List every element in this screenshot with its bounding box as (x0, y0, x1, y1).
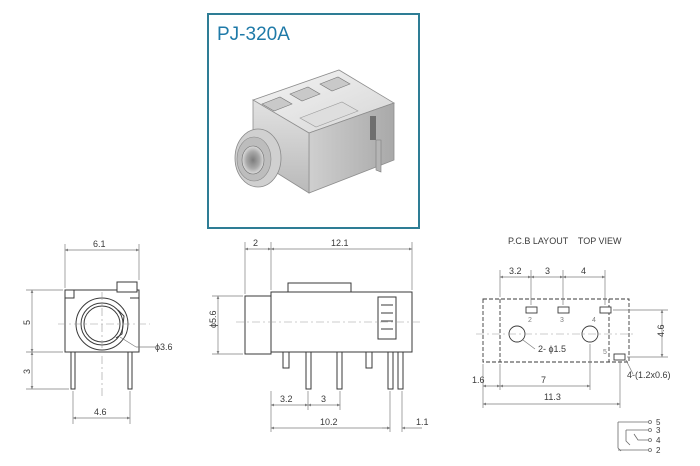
side-view-labels: 2 12.1 ϕ5.6 3.2 3 10.2 1.1 (208, 238, 429, 427)
side-barrel (244, 295, 272, 355)
pcb-layout-heading: P.C.B LAYOUT TOP VIEW (508, 236, 622, 246)
front-view (58, 281, 150, 396)
front-width-label: 6.1 (93, 239, 106, 249)
pcb-hole-label: 2- ϕ1.5 (538, 344, 566, 354)
side-pin-span-label: 10.2 (320, 417, 338, 427)
front-view-dimensions (26, 244, 155, 424)
schematic-pin-2: 2 (656, 446, 661, 455)
pcb-total-length-label: 11.3 (544, 392, 561, 402)
side-pitch-b-label: 3 (321, 394, 326, 404)
front-pin-left (70, 351, 76, 390)
pcb-pad-number-3: 3 (560, 317, 564, 324)
side-diameter-label: ϕ5.6 (208, 310, 218, 328)
side-length-label: 12.1 (331, 238, 349, 248)
front-pin-length-label: 3 (22, 369, 32, 374)
front-height-label: 5 (22, 320, 32, 325)
pin-schematic-labels: 5 3 4 2 (656, 418, 661, 455)
pcb-layout (476, 298, 636, 363)
side-front-lip-label: 2 (253, 238, 258, 248)
pcb-dimensions (482, 270, 668, 408)
product-photo-panel: PJ-320A (207, 13, 420, 229)
pcb-pad-number-2: 2 (528, 317, 532, 324)
pcb-hole-spacing-label: 7 (541, 375, 546, 385)
side-view (236, 282, 420, 390)
side-pin-2 (305, 351, 312, 390)
side-pin-4 (365, 351, 373, 369)
pin-schematic (617, 420, 652, 452)
pcb-pad-2 (525, 306, 538, 314)
side-pitch-a-label: 3.2 (280, 394, 293, 404)
schematic-pin-4: 4 (656, 436, 661, 445)
side-pin-3 (336, 351, 343, 390)
pcb-pitch-3-label: 4 (581, 266, 586, 276)
pcb-offset-label: 1.6 (472, 375, 485, 385)
pcb-row-spacing-label: 4.6 (656, 324, 666, 337)
pcb-pad-number-4: 4 (592, 317, 596, 324)
jack-3d-render (234, 69, 395, 194)
product-title: PJ-320A (217, 24, 290, 45)
side-pin-1 (282, 351, 290, 369)
pcb-pitch-2-label: 3 (545, 266, 550, 276)
side-pin-6 (397, 351, 404, 390)
front-pin-spacing-label: 4.6 (94, 407, 107, 417)
pcb-pad-3 (557, 306, 570, 314)
side-view-dimensions (212, 242, 422, 432)
pcb-pitch-1-label: 3.2 (509, 266, 522, 276)
pcb-outline (482, 298, 630, 363)
front-view-labels: 6.1 5 3 4.6 ϕ3.6 (22, 239, 173, 417)
front-bore-label: ϕ3.6 (155, 342, 173, 352)
side-pin-5 (387, 351, 394, 390)
schematic-pin-5: 5 (656, 418, 661, 427)
pcb-slot-label: 4-(1.2x0.6) (627, 370, 671, 380)
front-pin-right (127, 351, 133, 390)
side-rear-offset-label: 1.1 (416, 417, 429, 427)
pcb-pad-4 (599, 306, 612, 314)
pcb-pad-5 (613, 353, 626, 361)
schematic-pin-3: 3 (656, 426, 661, 435)
pcb-pad-number-5: 5 (603, 349, 607, 356)
pcb-labels: 3.2 3 4 4.6 2- ϕ1.5 4-(1.2x0.6) 1.6 7 11… (472, 266, 671, 402)
